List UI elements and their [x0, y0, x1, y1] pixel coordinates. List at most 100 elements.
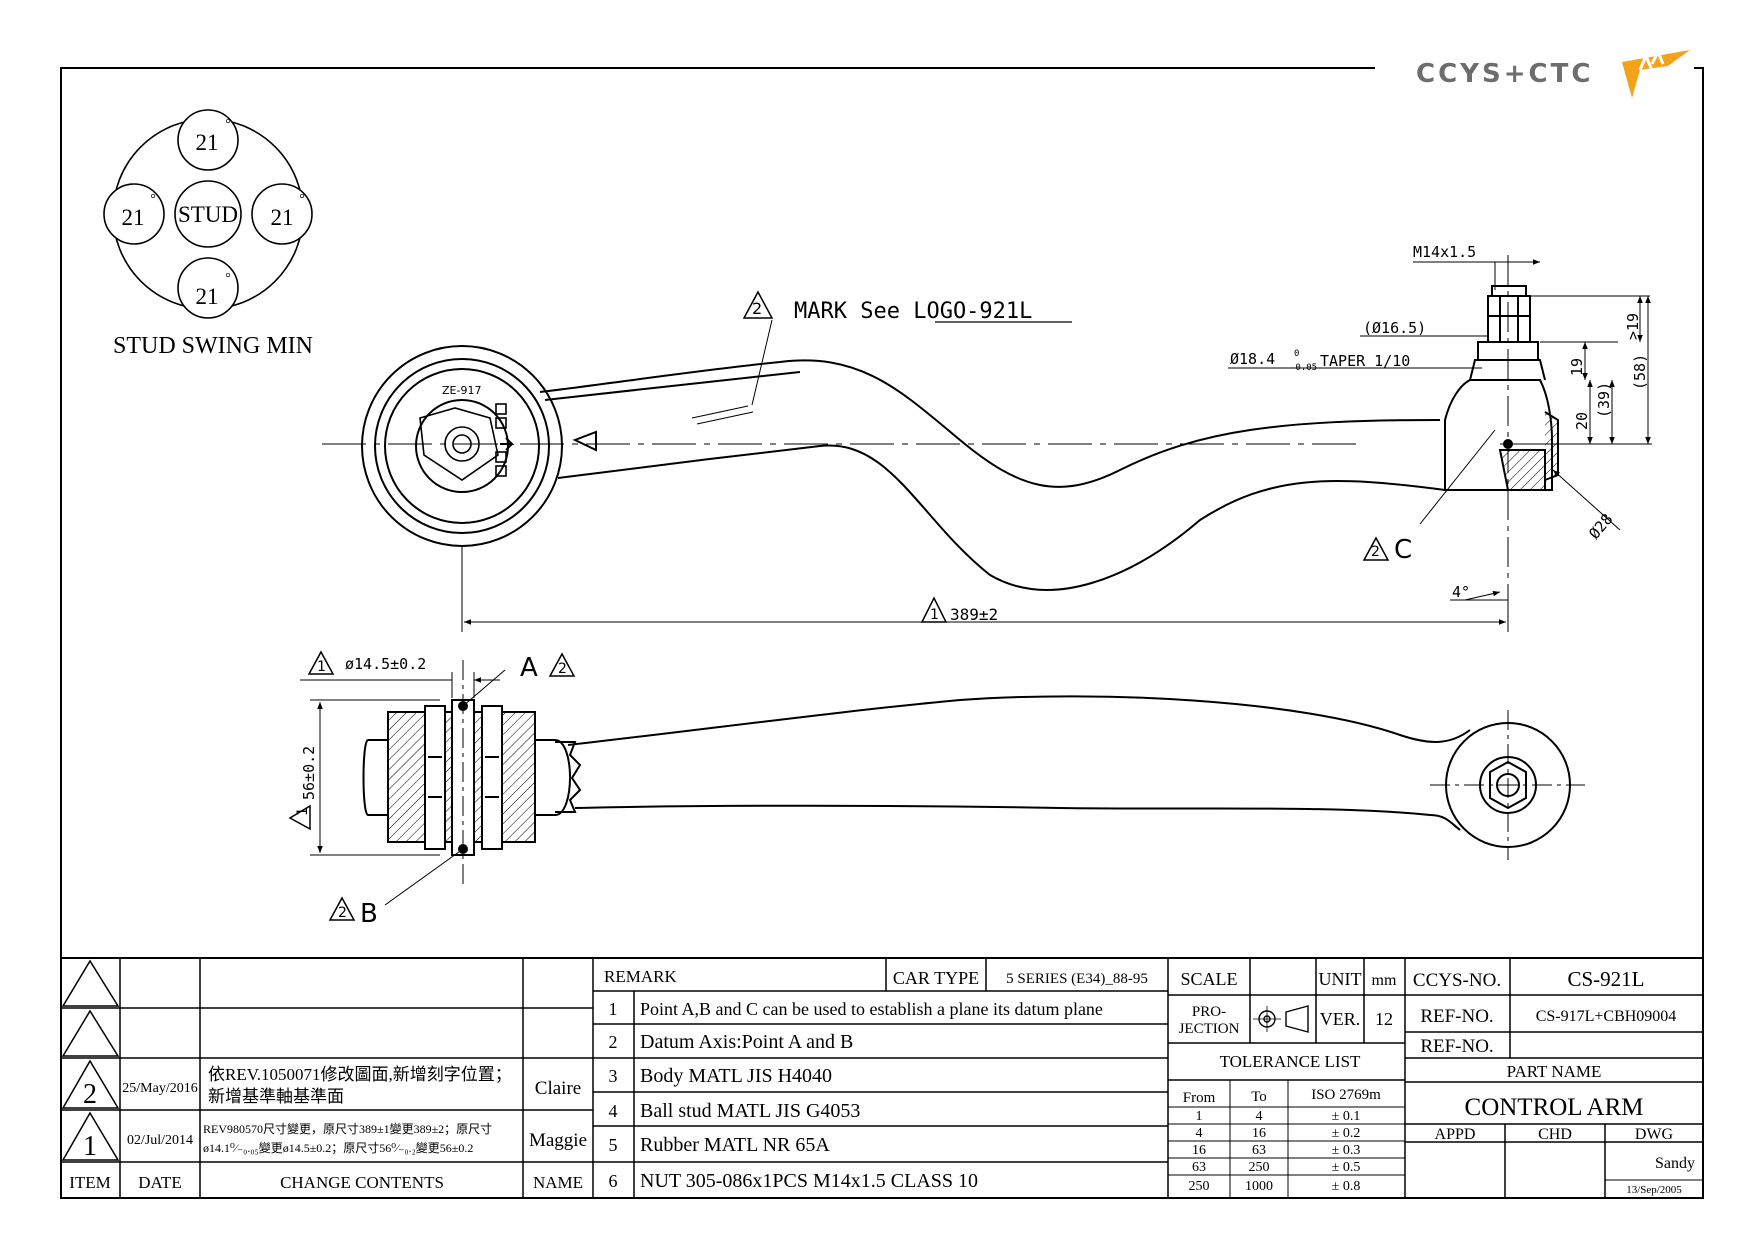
degree-mark: ° — [225, 271, 231, 286]
unit-label: UNIT — [1319, 969, 1362, 989]
rev-item-1: 1 — [83, 1131, 97, 1162]
part-info-block: CCYS-NO. CS-921L REF-NO. CS-917L+CBH0900… — [1413, 967, 1695, 1196]
stud-swing-diagram — [103, 109, 313, 319]
tol-val-5: ± 0.8 — [1332, 1179, 1361, 1194]
tol-to-1: 4 — [1256, 1109, 1263, 1124]
tol-from-2: 4 — [1196, 1126, 1203, 1141]
unit-value: mm — [1372, 972, 1397, 989]
tol-to-4: 250 — [1249, 1160, 1270, 1175]
joint-dimension-labels: M14x1.5 (Ø16.5) Ø18.4 0 -0.05 TAPER 1/10… — [1230, 243, 1649, 601]
rev-date-1: 02/Jul/2014 — [127, 1133, 193, 1148]
tol-from-5: 250 — [1189, 1179, 1210, 1194]
swing-angle-left: 21 — [122, 205, 145, 230]
swing-angle-right: 21 — [271, 205, 294, 230]
ver-value: 12 — [1375, 1009, 1393, 1029]
dim-39: (39) — [1595, 382, 1613, 418]
projection-symbol-icon — [1253, 1005, 1309, 1033]
scale-label: SCALE — [1180, 969, 1237, 989]
rev-header-date: DATE — [138, 1173, 181, 1192]
ver-label: VER. — [1320, 1009, 1361, 1029]
tol-header-from: From — [1183, 1090, 1216, 1106]
remark-no-5: 5 — [609, 1135, 618, 1155]
logo-text: CCYS+CTC — [1416, 59, 1593, 89]
tol-val-3: ± 0.3 — [1332, 1143, 1361, 1158]
tol-header-to: To — [1251, 1089, 1267, 1105]
height-rev: 1 — [295, 807, 311, 816]
ref-no-label: REF-NO. — [1420, 1006, 1493, 1027]
point-c-label: C — [1394, 535, 1412, 565]
tol-val-2: ± 0.2 — [1332, 1126, 1361, 1141]
remark-no-4: 4 — [609, 1101, 618, 1121]
mark-callout: 2 MARK See LOGO-921L — [691, 290, 1072, 425]
tol-val-4: ± 0.5 — [1332, 1160, 1361, 1175]
tol-from-3: 16 — [1192, 1143, 1206, 1158]
bush-dia-rev: 1 — [317, 659, 326, 675]
rev-header-name: NAME — [533, 1173, 583, 1192]
dia-28: Ø28 — [1585, 510, 1616, 542]
ccys-no-value: CS-921L — [1567, 967, 1644, 991]
length-dimension: 1 389±2 — [461, 546, 1509, 632]
length-label: 389±2 — [950, 605, 998, 624]
bushing-insert-detail — [419, 403, 515, 481]
mark-text: MARK See LOGO-921L — [794, 299, 1032, 324]
mark-rev-number: 2 — [752, 299, 762, 318]
rev-header-content: CHANGE CONTENTS — [280, 1173, 444, 1192]
swing-angle-top: 21 — [196, 130, 219, 155]
tol-from-1: 1 — [1196, 1109, 1203, 1124]
remark-text-3: Body MATL JIS H4040 — [640, 1065, 832, 1087]
car-type-value: 5 SERIES (E34)_88-95 — [1006, 971, 1148, 987]
appd-label: APPD — [1435, 1126, 1476, 1143]
side-view-labels: 1 ø14.5±0.2 A 2 1 56±0.2 2 B — [288, 650, 576, 929]
projection-label-1: PRO- — [1192, 1004, 1226, 1020]
rev-header-item: ITEM — [69, 1173, 111, 1192]
nut-thread-label: M14x1.5 — [1413, 243, 1476, 261]
point-b-rev: 2 — [338, 905, 347, 921]
rev-name-2: Claire — [535, 1078, 581, 1099]
tol-from-4: 63 — [1192, 1160, 1206, 1175]
rev-item-2: 2 — [83, 1079, 97, 1110]
part-name-label: PART NAME — [1507, 1062, 1602, 1081]
dim-20: 20 — [1573, 412, 1591, 430]
chd-label: CHD — [1538, 1126, 1572, 1143]
point-a-label: A — [520, 653, 538, 683]
revision-table: 2 1 25/May/2016 02/Jul/2014 依REV.1050071… — [69, 1065, 587, 1192]
taper-text: TAPER 1/10 — [1320, 352, 1410, 370]
tol-header-std: ISO 2769m — [1311, 1087, 1381, 1103]
rev-content-2b: 新增基準軸基準面 — [208, 1087, 344, 1106]
degree-mark: ° — [299, 192, 305, 207]
ccys-no-label: CCYS-NO. — [1413, 970, 1501, 991]
tol-val-1: ± 0.1 — [1332, 1109, 1361, 1124]
remark-text-5: Rubber MATL NR 65A — [640, 1134, 830, 1156]
taper-dia-label: Ø18.4 — [1230, 350, 1275, 368]
remark-no-1: 1 — [609, 999, 618, 1019]
remark-text-6: NUT 305-086x1PCS M14x1.5 CLASS 10 — [640, 1170, 978, 1192]
bush-dia-label: ø14.5±0.2 — [345, 655, 426, 673]
joint-dimensions — [1228, 259, 1652, 601]
side-view-dimensions — [300, 669, 506, 906]
rev-content-2a: 依REV.1050071修改圖面,新增刻字位置； — [208, 1065, 512, 1084]
rev-content-1a: REV980570尺寸變更，原尺寸389±1變更389±2；原尺寸 — [203, 1121, 492, 1136]
control-arm-top-view — [322, 255, 1559, 600]
dim-19-top: >19 — [1624, 313, 1642, 340]
logo-emblem-icon — [1622, 50, 1690, 98]
point-a-rev: 2 — [558, 661, 567, 677]
company-logo: CCYS+CTC — [1416, 48, 1690, 98]
ref-no-value: CS-917L+CBH09004 — [1536, 1008, 1677, 1025]
revision-triangles — [61, 959, 120, 1161]
rev-date-2: 25/May/2016 — [122, 1081, 197, 1096]
car-type-label: CAR TYPE — [893, 968, 979, 988]
remark-no-2: 2 — [609, 1032, 618, 1052]
drawing-border — [60, 67, 1704, 1199]
tol-to-3: 63 — [1252, 1143, 1266, 1158]
tol-to-5: 1000 — [1245, 1179, 1273, 1194]
title-block-grid — [60, 957, 1704, 1199]
height-label: 56±0.2 — [300, 746, 318, 800]
remark-header: REMARK — [604, 967, 677, 986]
taper-tol-lower: -0.05 — [1290, 363, 1317, 373]
dwg-label: DWG — [1635, 1126, 1674, 1143]
dim-19: 19 — [1568, 358, 1586, 376]
stud-swing-labels: 21 21 21 21 ° ° ° ° STUD STUD SWING MIN — [113, 117, 313, 359]
part-marking: ZE-917 — [442, 384, 481, 397]
remark-text-4: Ball stud MATL JIS G4053 — [640, 1100, 860, 1122]
